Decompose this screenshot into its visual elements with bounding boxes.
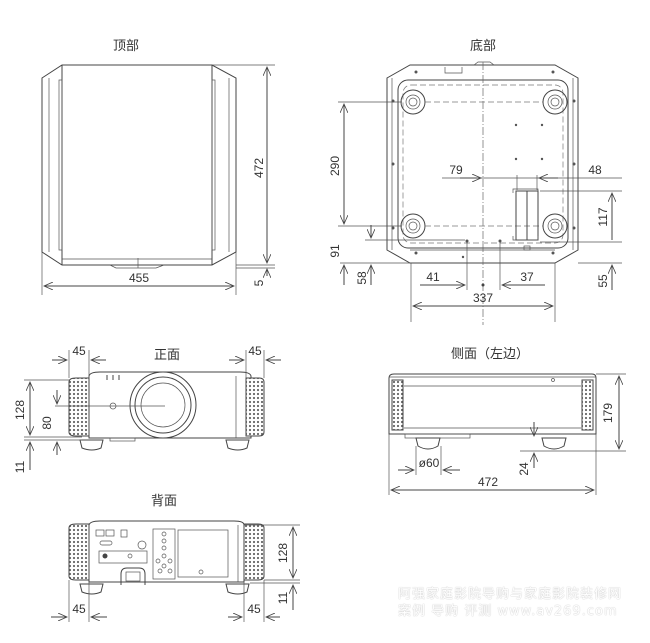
side-depth-dim: 472: [478, 475, 498, 489]
back-foot-height-dim: 11: [276, 591, 290, 604]
bottom-mount-left-offset-dim: 41: [426, 270, 440, 284]
watermark: 阿强家庭影院导购与家庭影院装修网 案例 导购 评测 www.av269.com: [398, 586, 648, 620]
foot-front-right: [542, 89, 568, 115]
rear-control-panel: [152, 528, 229, 580]
bottom-mount-offset-48-dim: 48: [588, 163, 602, 177]
side-foot-offset-dim: 24: [517, 462, 531, 476]
watermark-line2: 案例 导购 评测 www.av269.com: [398, 604, 618, 619]
bottom-mount-front-55-dim: 55: [596, 274, 610, 288]
top-width-dim: 455: [129, 271, 149, 285]
bottom-rear-to-foot-dim: 91: [328, 244, 342, 258]
top-view: 顶部 472 5 455: [41, 39, 275, 295]
top-view-title: 顶部: [113, 39, 139, 54]
front-lens-height-dim: 80: [40, 416, 54, 430]
mount-plate: [512, 188, 539, 251]
side-height-dim: 179: [601, 403, 615, 423]
side-view-title: 侧面（左边）: [451, 347, 529, 362]
bottom-view: 底部: [328, 38, 622, 325]
back-side-left-dim: 45: [72, 602, 86, 616]
bottom-foot-spacing-width-dim: 337: [473, 291, 493, 305]
back-height-dim: 128: [276, 543, 290, 563]
bottom-view-title: 底部: [470, 38, 496, 54]
bottom-mount-depth-117-dim: 117: [596, 207, 610, 226]
bottom-foot-spacing-depth-dim: 290: [328, 156, 342, 176]
front-height-dim: 128: [13, 400, 27, 420]
watermark-line1: 阿强家庭影院导购与家庭影院装修网: [398, 587, 623, 602]
back-view: 背面: [51, 494, 300, 622]
foot-rear-right: [542, 213, 568, 239]
front-side-left-dim: 45: [72, 344, 86, 358]
side-foot-diameter-dim: ø60: [419, 456, 440, 470]
bottom-mount-offset-79-dim: 79: [449, 163, 463, 177]
top-protrusion-dim: 5: [252, 279, 266, 286]
foot-rear-left: [400, 213, 426, 239]
bottom-rear-to-mount-dim: 58: [355, 271, 369, 285]
back-view-title: 背面: [151, 494, 177, 509]
foot-front-left: [400, 89, 426, 115]
front-side-right-dim: 45: [248, 344, 262, 358]
top-depth-dim: 472: [252, 158, 266, 178]
front-view: 正面 45 45 128 80 11: [13, 344, 281, 473]
bottom-mount-right-offset-dim: 37: [520, 270, 534, 284]
rear-panel-ports: [95, 529, 148, 585]
side-view: 侧面（左边） 179 24 ø60 472: [388, 347, 626, 495]
back-side-right-dim: 45: [247, 602, 261, 616]
front-view-title: 正面: [154, 348, 180, 363]
front-foot-height-dim: 11: [13, 460, 27, 473]
